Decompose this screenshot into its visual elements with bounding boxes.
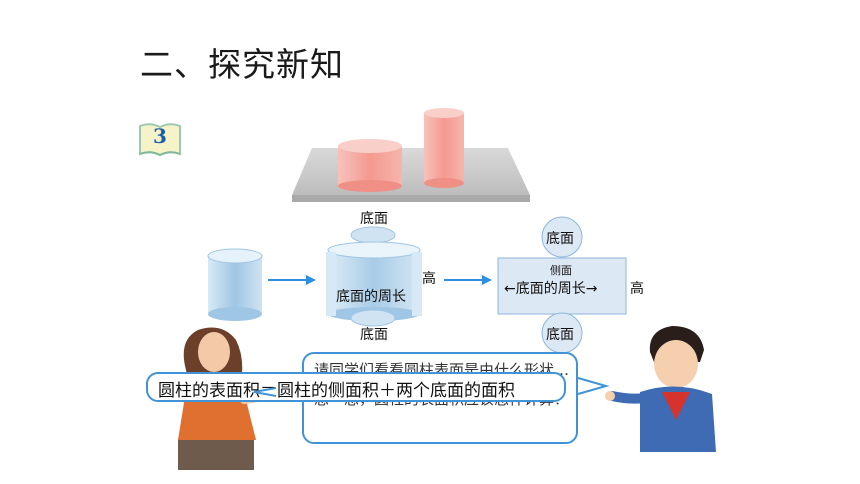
display-board — [292, 148, 530, 202]
cylinder-net — [497, 216, 627, 354]
short-pink-cylinder — [338, 139, 402, 192]
student-figure — [605, 326, 716, 452]
book-icon — [136, 122, 184, 158]
arrow-right-icon — [268, 275, 316, 285]
example-number: 3 — [153, 124, 167, 148]
formula-callout — [146, 372, 566, 402]
formula-text: 圆柱的表面积＝圆柱的侧面积＋两个底面的面积 — [158, 381, 515, 401]
net-perimeter-label: ←底面的周长→ — [504, 281, 598, 297]
bottom-base-label: 底面 — [360, 327, 388, 343]
perimeter-label: 底面的周长 — [336, 289, 406, 305]
unrolling-cylinder — [326, 226, 422, 327]
net-bottom-circle-label: 底面 — [546, 327, 574, 343]
net-top-circle-label: 底面 — [546, 231, 574, 247]
top-base-label: 底面 — [360, 211, 388, 227]
net-height-label: 高 — [630, 281, 644, 297]
solid-cylinder — [207, 248, 263, 321]
net-side-label: 侧面 — [550, 264, 572, 277]
arrow-right-icon — [444, 275, 492, 285]
page-title: 二、探究新知 — [140, 45, 344, 84]
height-label: 高 — [422, 271, 436, 287]
tall-pink-cylinder — [424, 108, 464, 188]
